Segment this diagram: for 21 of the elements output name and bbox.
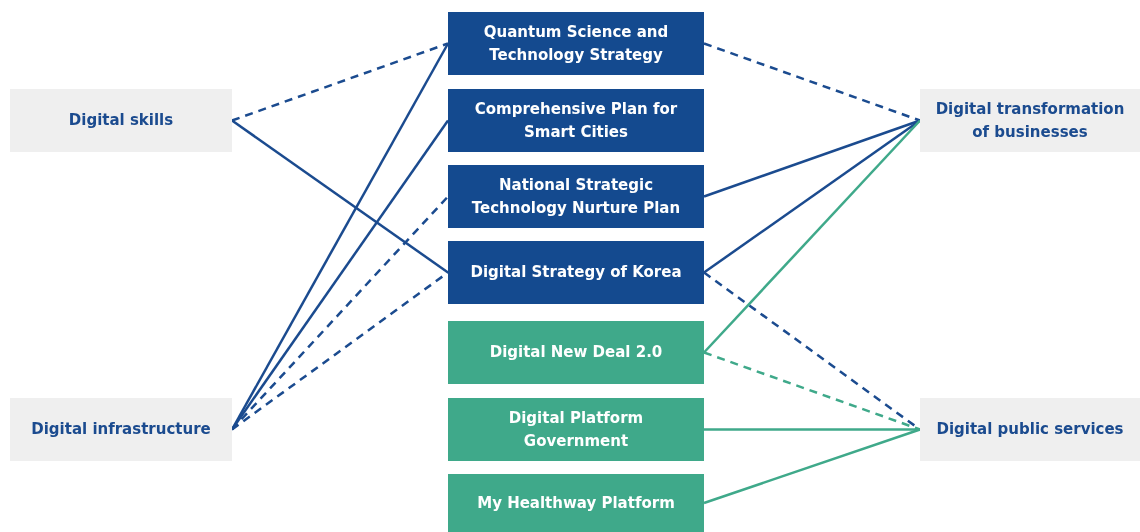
strategy-box: Comprehensive Plan for Smart Cities [448,89,704,152]
connector-line [231,271,449,431]
connector-line [703,119,921,354]
connector-line [231,195,449,431]
connector-line [703,428,921,505]
connector-line [704,428,920,431]
category-box: Digital skills [10,89,232,152]
strategy-box: My Healthway Platform [448,474,704,532]
strategy-box: Quantum Science and Technology Strategy [448,12,704,75]
strategy-box: Digital New Deal 2.0 [448,321,704,384]
connector-line [231,42,449,122]
category-box: Digital transformation of businesses [920,89,1140,152]
strategy-box: Digital Strategy of Korea [448,241,704,304]
category-box: Digital public services [920,398,1140,461]
connector-line [703,42,921,122]
category-box: Digital infrastructure [10,398,232,461]
connector-line [703,351,921,431]
connector-line [703,119,921,198]
connector-line [231,119,449,274]
strategy-box: National Strategic Technology Nurture Plan [448,165,704,228]
strategy-box: Digital Platform Government [448,398,704,461]
